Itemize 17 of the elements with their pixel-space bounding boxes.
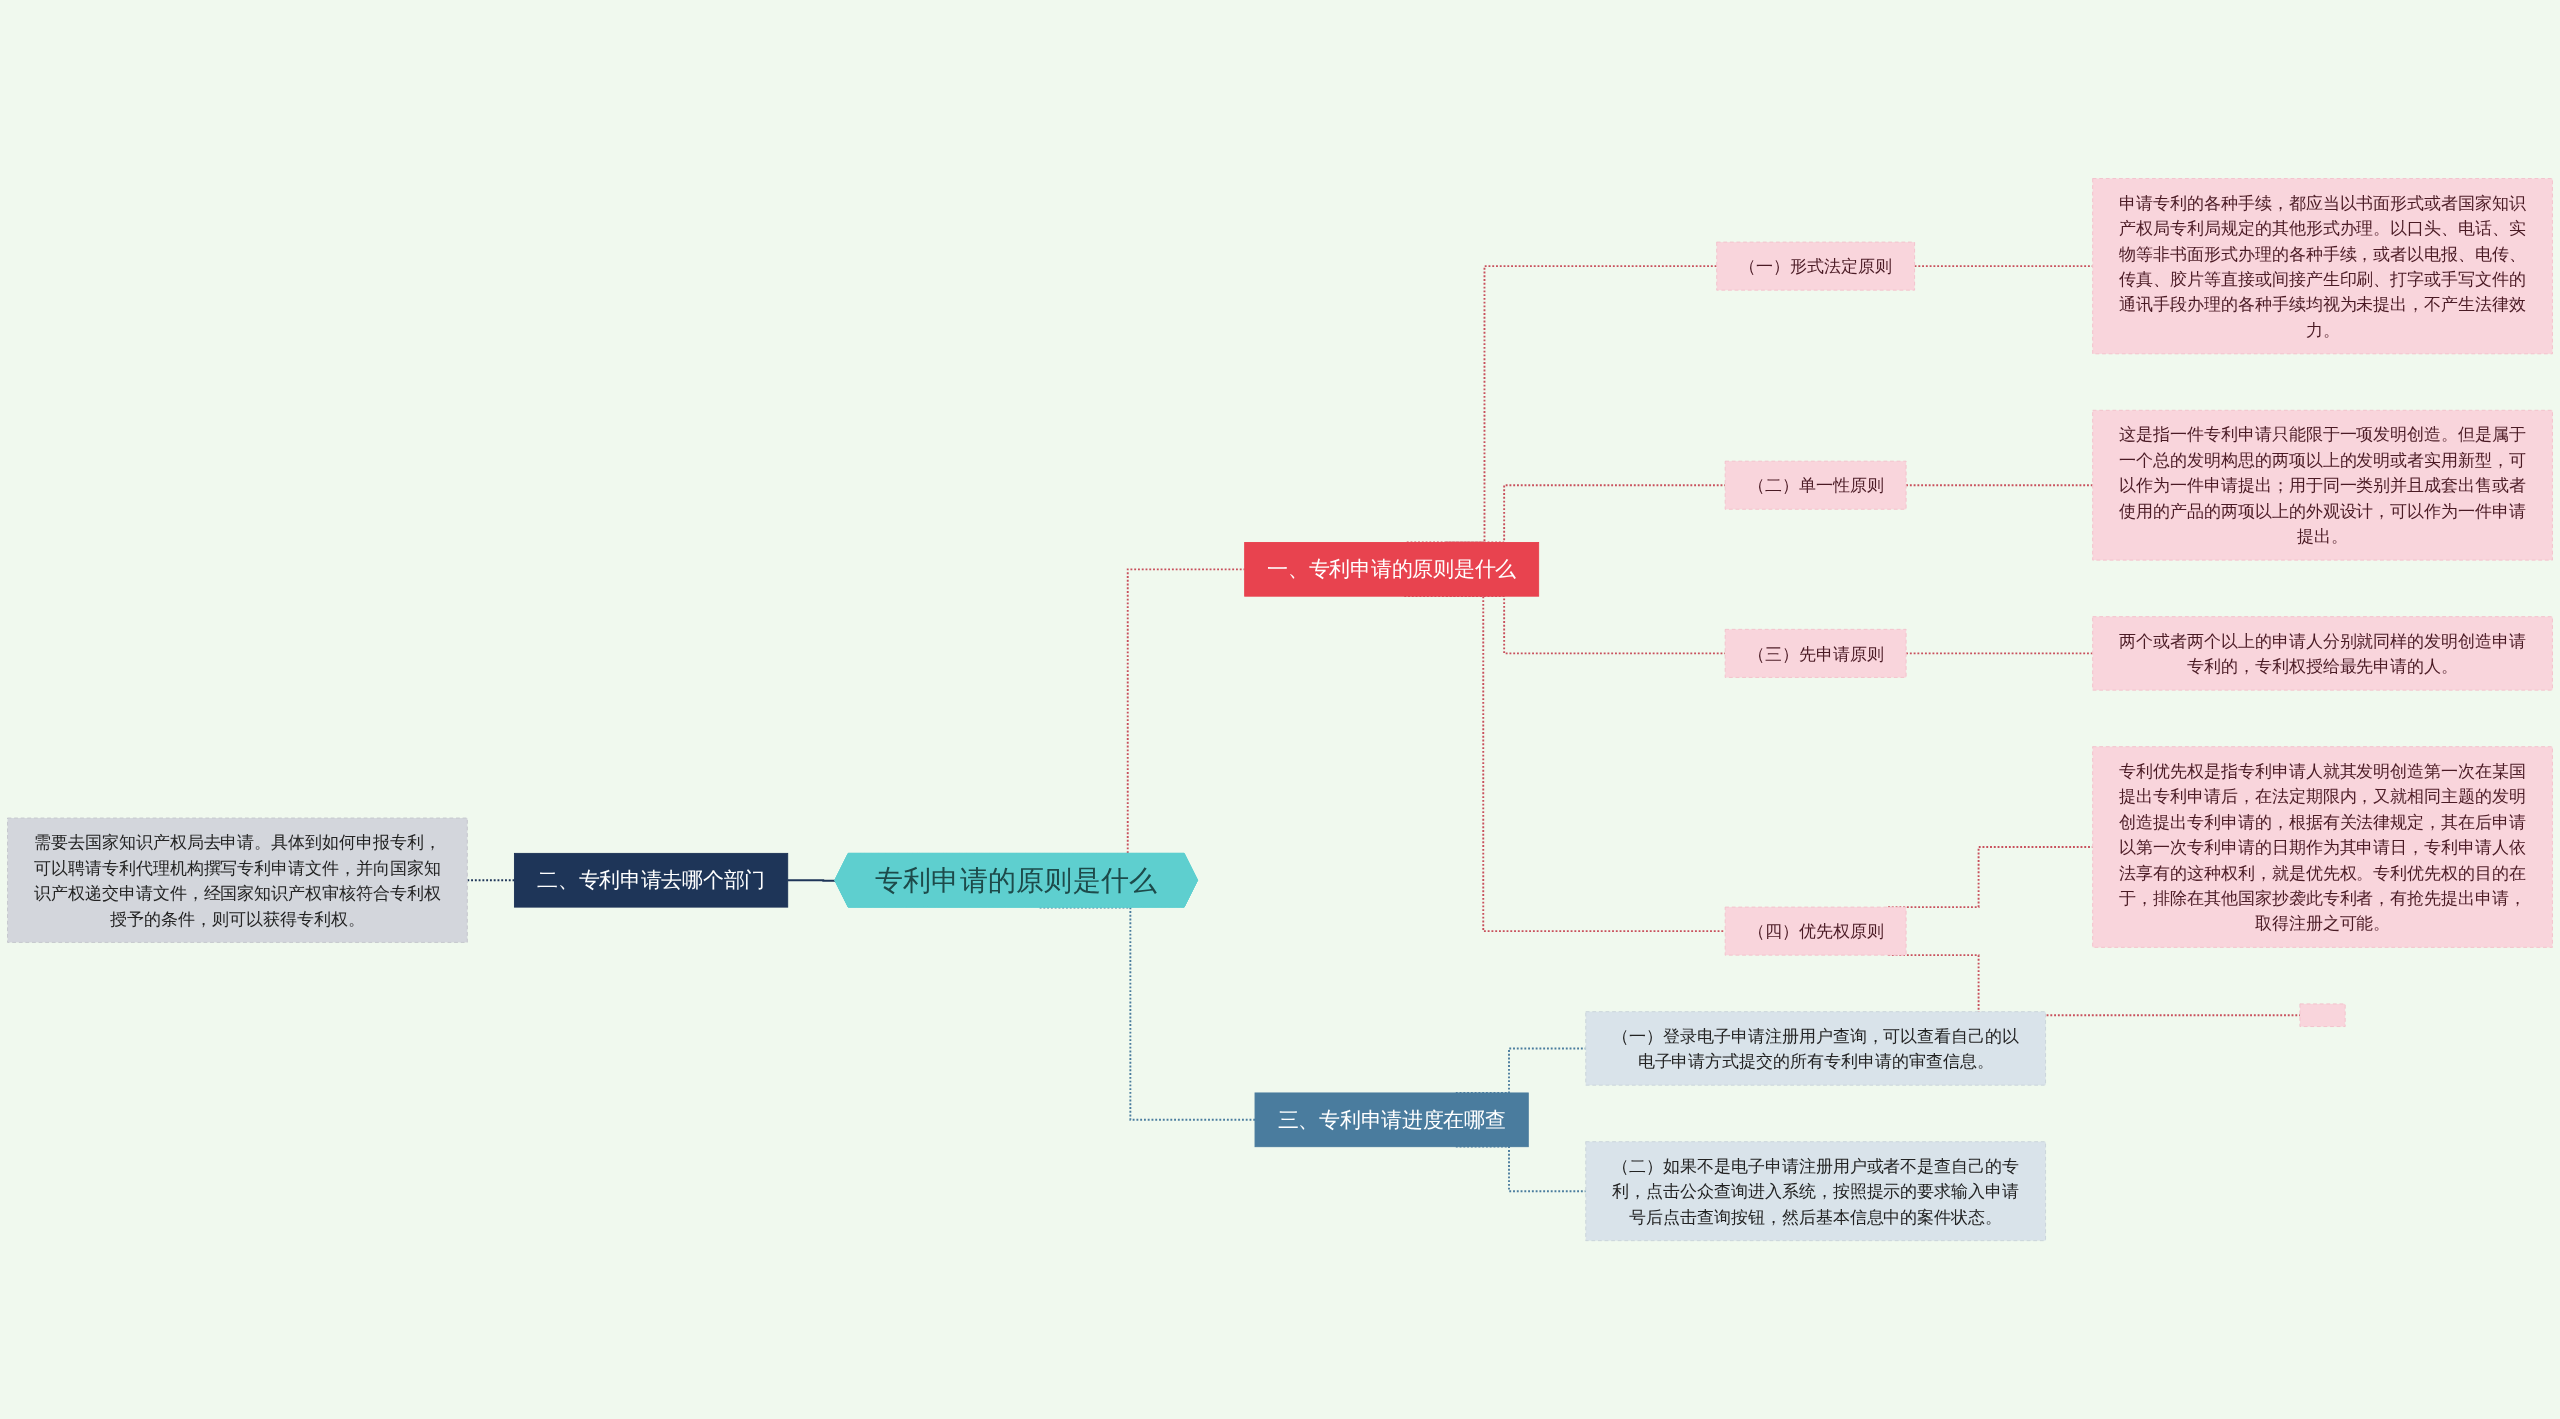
node-box: （一）形式法定原则	[1716, 241, 1916, 291]
node-box: 二、专利申请去哪个部门	[514, 852, 789, 908]
node-box: （二）如果不是电子申请注册用户或者不是查自己的专利，点击公众查询进入系统，按照提示的要求输入申请号后点击查询按钮，然后基本信息中的案件状态。	[1585, 1141, 2046, 1242]
connector	[466, 879, 516, 882]
node-box: 申请专利的各种手续，都应当以书面形式或者国家知识产权局专利局规定的其他形式办理。以口头、电话、实物等非书面形式办理的各种手续，或者以电报、电传、传真、胶片等直接或间接产生印刷、打字或手写文件的通讯手段办理的各种手续均视为未提出，不产生法律效力。	[2092, 177, 2553, 355]
node-box: （二）单一性原则	[1724, 460, 1907, 510]
node-box: 一、专利申请的原则是什么	[1244, 541, 1540, 597]
node-box: 专利优先权是指专利申请人就其发明创造第一次在某国提出专利申请后，在法定期限内，又就相同主题的发明创造提出专利申请的，根据有关法律规定，其在后申请以第一次专利申请的日期作为其申请日，专利申请人依法享有的这种权利，就是优先权。专利优先权的目的在于，排除在其他国家抄袭此专利者，有抢先提出申请，取得注册之可能。	[2092, 746, 2553, 948]
node-box: 这是指一件专利申请只能限于一项发明创造。但是属于一个总的发明构思的两项以上的发明或者实用新型，可以作为一件申请提出；用于同一类别并且成套出售或者使用的产品的两项以上的外观设计，可以作为一件申请提出。	[2092, 409, 2553, 561]
node-box: （三）先申请原则	[1724, 628, 1907, 678]
node-box: （一）登录电子申请注册用户查询，可以查看自己的以电子申请方式提交的所有专利申请的审查信息。	[1585, 1011, 2046, 1086]
node-box: 三、专利申请进度在哪查	[1254, 1092, 1529, 1148]
node-box: （四）优先权原则	[1724, 906, 1907, 956]
node-box	[2299, 1003, 2346, 1027]
node-box: 需要去国家知识产权局去申请。具体到如何申报专利，可以聘请专利代理机构撰写专利申请文件，并向国家知识产权递交申请文件，经国家知识产权审核符合专利权授予的条件，则可以获得专利权。	[7, 817, 468, 943]
node-box: 两个或者两个以上的申请人分别就同样的发明创造申请专利的，专利权授给最先申请的人。	[2092, 616, 2553, 691]
connector	[786, 879, 837, 882]
